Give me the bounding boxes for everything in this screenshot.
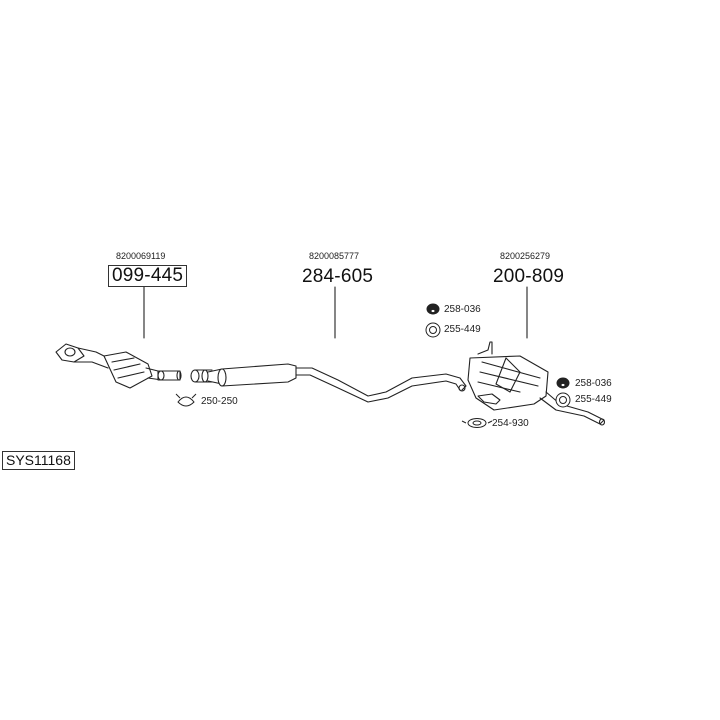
rubber-ring-icon bbox=[555, 392, 571, 408]
accessory-label-ring-upper[interactable]: 255-449 bbox=[444, 324, 481, 335]
accessory-label-ring-right[interactable]: 255-449 bbox=[575, 394, 612, 405]
catalytic-converter-drawing bbox=[55, 343, 182, 389]
accessory-label-hanger-upper[interactable]: 258-036 bbox=[444, 304, 481, 315]
part-number-099-445[interactable]: 099-445 bbox=[108, 265, 188, 287]
rubber-ring-icon bbox=[425, 322, 441, 338]
oem-number-284-605: 8200085777 bbox=[309, 251, 360, 261]
accessory-label-gasket-clamp[interactable]: 254-930 bbox=[492, 418, 529, 429]
rubber-hanger-icon bbox=[556, 377, 570, 389]
accessory-label-clamp[interactable]: 250-250 bbox=[201, 396, 238, 407]
gasket-clamp-icon bbox=[461, 418, 493, 428]
clamp-icon bbox=[175, 393, 197, 407]
accessory-label-hanger-right[interactable]: 258-036 bbox=[575, 378, 612, 389]
rubber-hanger-icon bbox=[426, 303, 440, 315]
oem-number-099-445: 8200069119 bbox=[116, 251, 166, 261]
part-number-284-605[interactable]: 284-605 bbox=[302, 266, 374, 287]
system-code-label: SYS11168 bbox=[2, 451, 75, 470]
part-number-200-809[interactable]: 200-809 bbox=[493, 266, 565, 287]
middle-silencer-drawing bbox=[190, 363, 467, 403]
oem-number-200-809: 8200256279 bbox=[500, 251, 551, 261]
